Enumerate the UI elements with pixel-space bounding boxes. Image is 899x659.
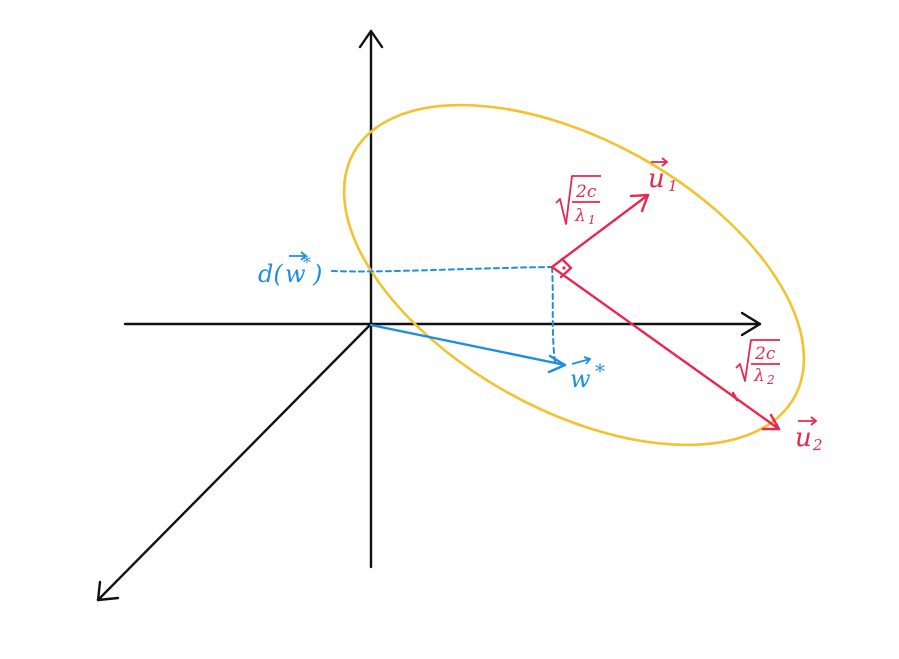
u2-shaft bbox=[550, 265, 781, 431]
w-star-label-arrow bbox=[571, 358, 591, 365]
sqrt2-numerator: 2c bbox=[754, 344, 776, 364]
sqrt2-radical bbox=[735, 339, 780, 382]
w-star-label: w * bbox=[570, 356, 605, 393]
u2-arrowhead bbox=[761, 413, 781, 431]
w-star-symbol: w bbox=[570, 365, 591, 393]
sqrt2-denominator-subscript: 2 bbox=[766, 373, 775, 387]
u1-label: u 1 bbox=[648, 157, 678, 195]
depth-axis-arrowhead bbox=[96, 580, 120, 602]
sqrt1-numerator: 2c bbox=[575, 182, 597, 202]
eigenvectors bbox=[550, 193, 781, 431]
u2-label-arrow-head bbox=[810, 416, 818, 426]
d-w-star-label: d( w * ) bbox=[258, 251, 322, 288]
w-star-superscript: * bbox=[595, 359, 605, 383]
u1-subscript: 1 bbox=[668, 177, 678, 195]
d-w-star-function: d( bbox=[258, 260, 283, 288]
w-star-arrowhead bbox=[547, 354, 567, 374]
u1-arrowhead bbox=[629, 193, 650, 213]
u1-shaft bbox=[550, 193, 650, 269]
u1-label-arrow-head bbox=[661, 157, 669, 167]
vertical-axis-arrowhead bbox=[358, 29, 384, 49]
projection-lines bbox=[331, 266, 556, 363]
right-angle-marker bbox=[559, 257, 573, 279]
d-w-star-superscript: * bbox=[303, 253, 311, 272]
d-w-star-close: ) bbox=[312, 260, 322, 288]
w-star-vector bbox=[369, 323, 567, 374]
right-angle-dot bbox=[562, 266, 566, 270]
axes bbox=[96, 29, 762, 602]
w-star-label-arrow-head bbox=[583, 356, 592, 365]
u2-tick bbox=[731, 391, 739, 402]
u2-label: u 2 bbox=[795, 416, 823, 454]
horizontal-projection bbox=[331, 266, 553, 273]
depth-axis bbox=[96, 322, 373, 602]
w-star-shaft bbox=[369, 323, 567, 367]
d-w-star-label-arrow-head bbox=[300, 251, 308, 261]
sqrt2-denominator: λ bbox=[753, 366, 765, 386]
u1-symbol: u bbox=[648, 164, 665, 194]
sqrt1-denominator: λ bbox=[574, 206, 586, 226]
sqrt-2c-over-lambda2: 2c λ 2 bbox=[735, 339, 780, 387]
u2-subscript: 2 bbox=[812, 436, 823, 454]
sqrt1-radical bbox=[555, 175, 601, 225]
vertical-projection bbox=[551, 266, 556, 363]
u2-symbol: u bbox=[795, 423, 812, 453]
horizontal-axis-arrowhead bbox=[740, 311, 762, 337]
level-set-ellipse bbox=[342, 103, 806, 447]
sqrt-2c-over-lambda1: 2c λ 1 bbox=[555, 175, 601, 227]
d-w-star-argument: w bbox=[285, 260, 306, 288]
sqrt1-denominator-subscript: 1 bbox=[588, 213, 596, 227]
